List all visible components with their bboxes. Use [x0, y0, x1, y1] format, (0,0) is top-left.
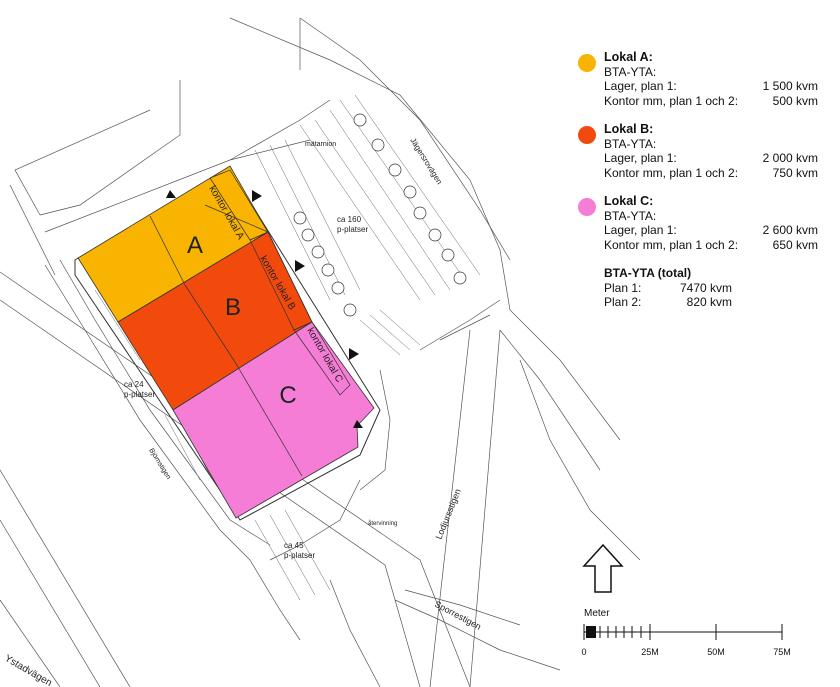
street-label-sporre: Sporrestigen [433, 599, 483, 632]
row-label: Plan 1: [604, 280, 642, 295]
row-value: 7470 kvm [679, 280, 732, 295]
color-swatch-b [578, 126, 596, 144]
street-label-bjorn: Björnstigen [147, 447, 172, 480]
row-label: Kontor mm, plan 1 och 2: [604, 93, 739, 108]
legend-bta: BTA-YTA: [604, 136, 657, 151]
label-atervinning: återvinning [368, 520, 397, 527]
row-label: Plan 2: [604, 295, 642, 309]
scale-bar [583, 624, 783, 640]
row-value: 650 kvm [772, 237, 818, 252]
legend-row: Kontor mm, plan 1 och 2: 650 kvm [604, 238, 818, 253]
lot-b-letter: B [225, 294, 241, 321]
north-arrow-icon [582, 543, 624, 593]
parking-label-160: ca 160 [337, 215, 362, 224]
scale-tick-25: 25M [641, 647, 659, 657]
row-value: 2 000 kvm [762, 151, 818, 165]
parking-sub-45: p-platser [284, 551, 315, 560]
lot-a-letter: A [187, 232, 203, 259]
entrance-arrows [166, 190, 363, 428]
legend-lokal-a: Lokal A: BTA-YTA: Lager, plan 1: 1 500 kv… [578, 50, 818, 108]
legend-title: Lokal A: [604, 50, 653, 64]
legend-row: Lager, plan 1: 2 000 kvm [604, 151, 818, 166]
row-value: 2 600 kvm [762, 223, 818, 237]
row-label: Lager, plan 1: [604, 151, 677, 165]
parking-label-45: ca 45 [284, 541, 304, 550]
parking-label-24: ca 24 [124, 380, 144, 389]
street-label-lodjurs: Lodjursstigen [434, 487, 463, 540]
street-label-ystad: Ystadvägen [3, 653, 54, 687]
color-swatch-a [578, 54, 596, 72]
scale-title: Meter [584, 608, 610, 619]
scale-tick-0: 0 [581, 647, 587, 657]
row-label: Kontor mm, plan 1 och 2: [604, 237, 739, 252]
legend-total: BTA-YTA (total) Plan 1: 7470 kvm Plan 2: 8… [578, 266, 818, 310]
legend-row: Kontor mm, plan 1 och 2: 750 kvm [604, 166, 818, 181]
row-value: 1 500 kvm [762, 79, 818, 93]
row-label: Kontor mm, plan 1 och 2: [604, 165, 739, 180]
legend-lokal-c: Lokal C: BTA-YTA: Lager, plan 1: 2 600 kv… [578, 194, 818, 252]
row-label: Lager, plan 1: [604, 223, 677, 237]
parking-sub-160: p-platser [337, 225, 368, 234]
parking-sub-24: p-platser [124, 390, 155, 399]
lot-c-letter: C [279, 382, 296, 409]
row-value: 820 kvm [686, 295, 732, 309]
legend-row: Lager, plan 1: 2 600 kvm [604, 223, 818, 238]
scale-tick-75: 75M [773, 647, 791, 657]
lot-division-lines [149, 169, 351, 477]
street-linework [0, 17, 641, 687]
legend-row: Lager, plan 1: 1 500 kvm [604, 79, 818, 94]
row-value: 500 kvm [772, 93, 818, 108]
total-row: Plan 1: 7470 kvm [604, 281, 732, 296]
scale-tick-50: 50M [707, 647, 725, 657]
street-label-jagers: Jägersrovägen [408, 136, 444, 186]
label-mataren: mätarnion [305, 141, 336, 148]
row-value: 750 kvm [772, 165, 818, 180]
total-title: BTA-YTA (total) [604, 266, 692, 280]
legend-lokal-b: Lokal B: BTA-YTA: Lager, plan 1: 2 000 kv… [578, 122, 818, 180]
legend-title: Lokal C: [604, 194, 654, 208]
legend-bta: BTA-YTA: [604, 64, 657, 79]
legend-title: Lokal B: [604, 122, 654, 136]
row-label: Lager, plan 1: [604, 79, 677, 93]
tree-circles [293, 113, 467, 317]
legend-bta: BTA-YTA: [604, 208, 657, 223]
color-swatch-c [578, 198, 596, 216]
legend: Lokal A: BTA-YTA: Lager, plan 1: 1 500 kv… [578, 50, 818, 310]
total-row: Plan 2: 820 kvm [604, 295, 732, 310]
legend-row: Kontor mm, plan 1 och 2: 500 kvm [604, 94, 818, 109]
